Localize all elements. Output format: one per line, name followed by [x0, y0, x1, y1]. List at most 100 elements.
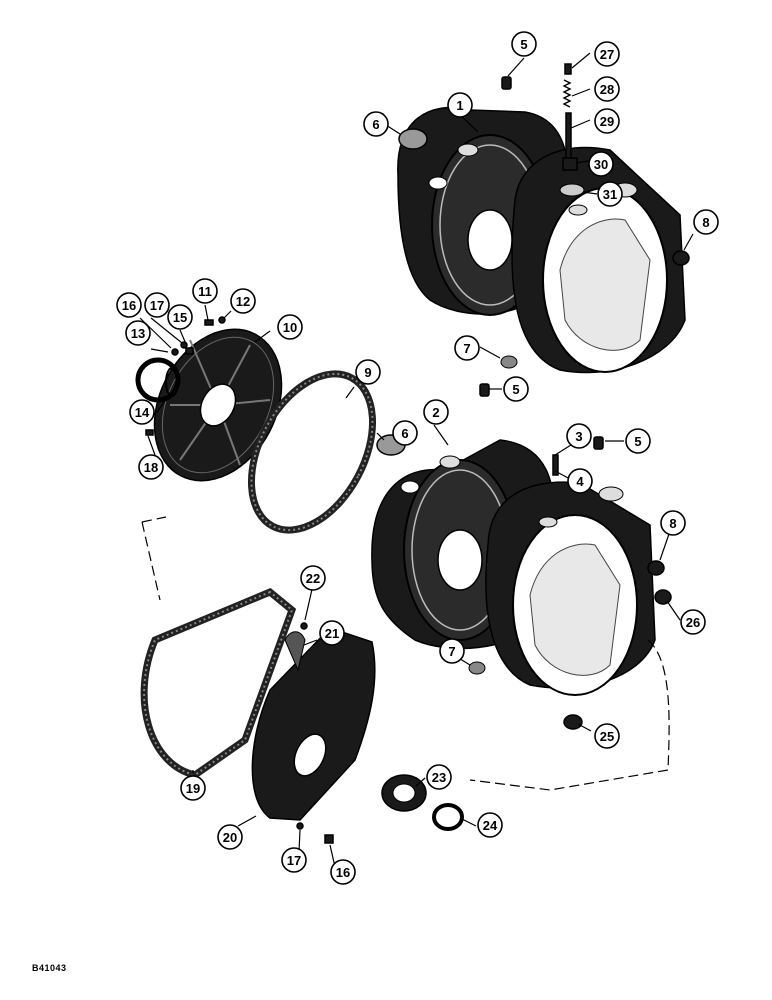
callout-circle [330, 859, 356, 885]
callout-circle [594, 723, 620, 749]
callout-number: 23 [432, 770, 446, 785]
callout-circle [454, 335, 480, 361]
callout-circle [594, 41, 620, 67]
callout-circle [597, 181, 623, 207]
callout-6: 6 [392, 420, 418, 446]
callout-circle [281, 847, 307, 873]
callout-19: 19 [180, 775, 206, 801]
callout-18: 18 [138, 454, 164, 480]
callout-number: 4 [576, 474, 584, 489]
bearing-plate-assembly [135, 316, 283, 482]
callout-circle [439, 638, 465, 664]
cover-gasket [140, 587, 297, 779]
callout-circle [447, 92, 473, 118]
callout-circle [180, 775, 206, 801]
callout-number: 17 [150, 298, 164, 313]
callout-circle [116, 292, 142, 318]
callout-16: 16 [330, 859, 356, 885]
callout-number: 8 [702, 215, 709, 230]
seal-parts [381, 774, 464, 831]
callout-number: 25 [600, 729, 614, 744]
callout-number: 3 [575, 429, 582, 444]
figure-reference: B41043 [32, 963, 67, 973]
callout-number: 10 [283, 320, 297, 335]
callout-circle [392, 420, 418, 446]
callout-21: 21 [319, 620, 345, 646]
callout-8: 8 [660, 510, 686, 536]
callout-number: 1 [456, 98, 463, 113]
callout-number: 14 [135, 405, 150, 420]
callout-circle [125, 320, 151, 346]
callout-circle [355, 359, 381, 385]
callout-circle [129, 399, 155, 425]
callout-circle [594, 108, 620, 134]
callout-circle [217, 824, 243, 850]
callout-number: 29 [600, 114, 614, 129]
callout-circle [594, 76, 620, 102]
callout-16: 16 [116, 292, 142, 318]
callout-25: 25 [594, 723, 620, 749]
callout-number: 13 [131, 326, 145, 341]
callout-number: 2 [432, 405, 439, 420]
callout-12: 12 [230, 288, 256, 314]
callout-31: 31 [597, 181, 623, 207]
callout-number: 26 [686, 615, 700, 630]
callout-circle [693, 209, 719, 235]
callout-5: 5 [511, 31, 537, 57]
callout-13: 13 [125, 320, 151, 346]
callout-1: 1 [447, 92, 473, 118]
callout-28: 28 [594, 76, 620, 102]
callout-circle [277, 314, 303, 340]
cover-plate [251, 622, 376, 844]
callout-15: 15 [167, 304, 193, 330]
callout-7: 7 [454, 335, 480, 361]
callout-23: 23 [426, 764, 452, 790]
callout-4: 4 [567, 468, 593, 494]
callout-circle [503, 376, 529, 402]
callout-number: 12 [236, 294, 250, 309]
callout-number: 6 [372, 117, 379, 132]
callout-number: 7 [448, 644, 455, 659]
callout-circle [144, 292, 170, 318]
callout-number: 16 [336, 865, 350, 880]
callout-number: 24 [483, 818, 498, 833]
callout-number: 22 [306, 571, 320, 586]
callout-number: 31 [603, 187, 617, 202]
callout-17: 17 [144, 292, 170, 318]
callout-circle [625, 428, 651, 454]
callout-layer: 1234555667788910111213141516161717181920… [116, 31, 719, 885]
callout-number: 28 [600, 82, 614, 97]
callout-number: 20 [223, 830, 237, 845]
callout-20: 20 [217, 824, 243, 850]
assembly-dashed-outline [141, 516, 670, 791]
callout-7: 7 [439, 638, 465, 664]
callout-26: 26 [680, 609, 706, 635]
upper-transmission-housing [397, 106, 686, 374]
callout-circle [680, 609, 706, 635]
callout-10: 10 [277, 314, 303, 340]
callout-circle [477, 812, 503, 838]
callout-5: 5 [625, 428, 651, 454]
callout-number: 6 [401, 426, 408, 441]
callout-29: 29 [594, 108, 620, 134]
callout-number: 7 [463, 341, 470, 356]
callout-number: 17 [287, 853, 301, 868]
callout-number: 5 [634, 434, 641, 449]
callout-number: 5 [520, 37, 527, 52]
callout-circle [426, 764, 452, 790]
callout-circle [230, 288, 256, 314]
callout-number: 9 [364, 365, 371, 380]
lower-transmission-housing [371, 439, 656, 696]
callout-circle [319, 620, 345, 646]
callout-circle [566, 423, 592, 449]
callout-number: 19 [186, 781, 200, 796]
callout-2: 2 [423, 399, 449, 425]
callout-number: 16 [122, 298, 136, 313]
callout-circle [588, 151, 614, 177]
callout-11: 11 [192, 278, 218, 304]
callout-24: 24 [477, 812, 503, 838]
callout-9: 9 [355, 359, 381, 385]
callout-8: 8 [693, 209, 719, 235]
callout-5: 5 [503, 376, 529, 402]
